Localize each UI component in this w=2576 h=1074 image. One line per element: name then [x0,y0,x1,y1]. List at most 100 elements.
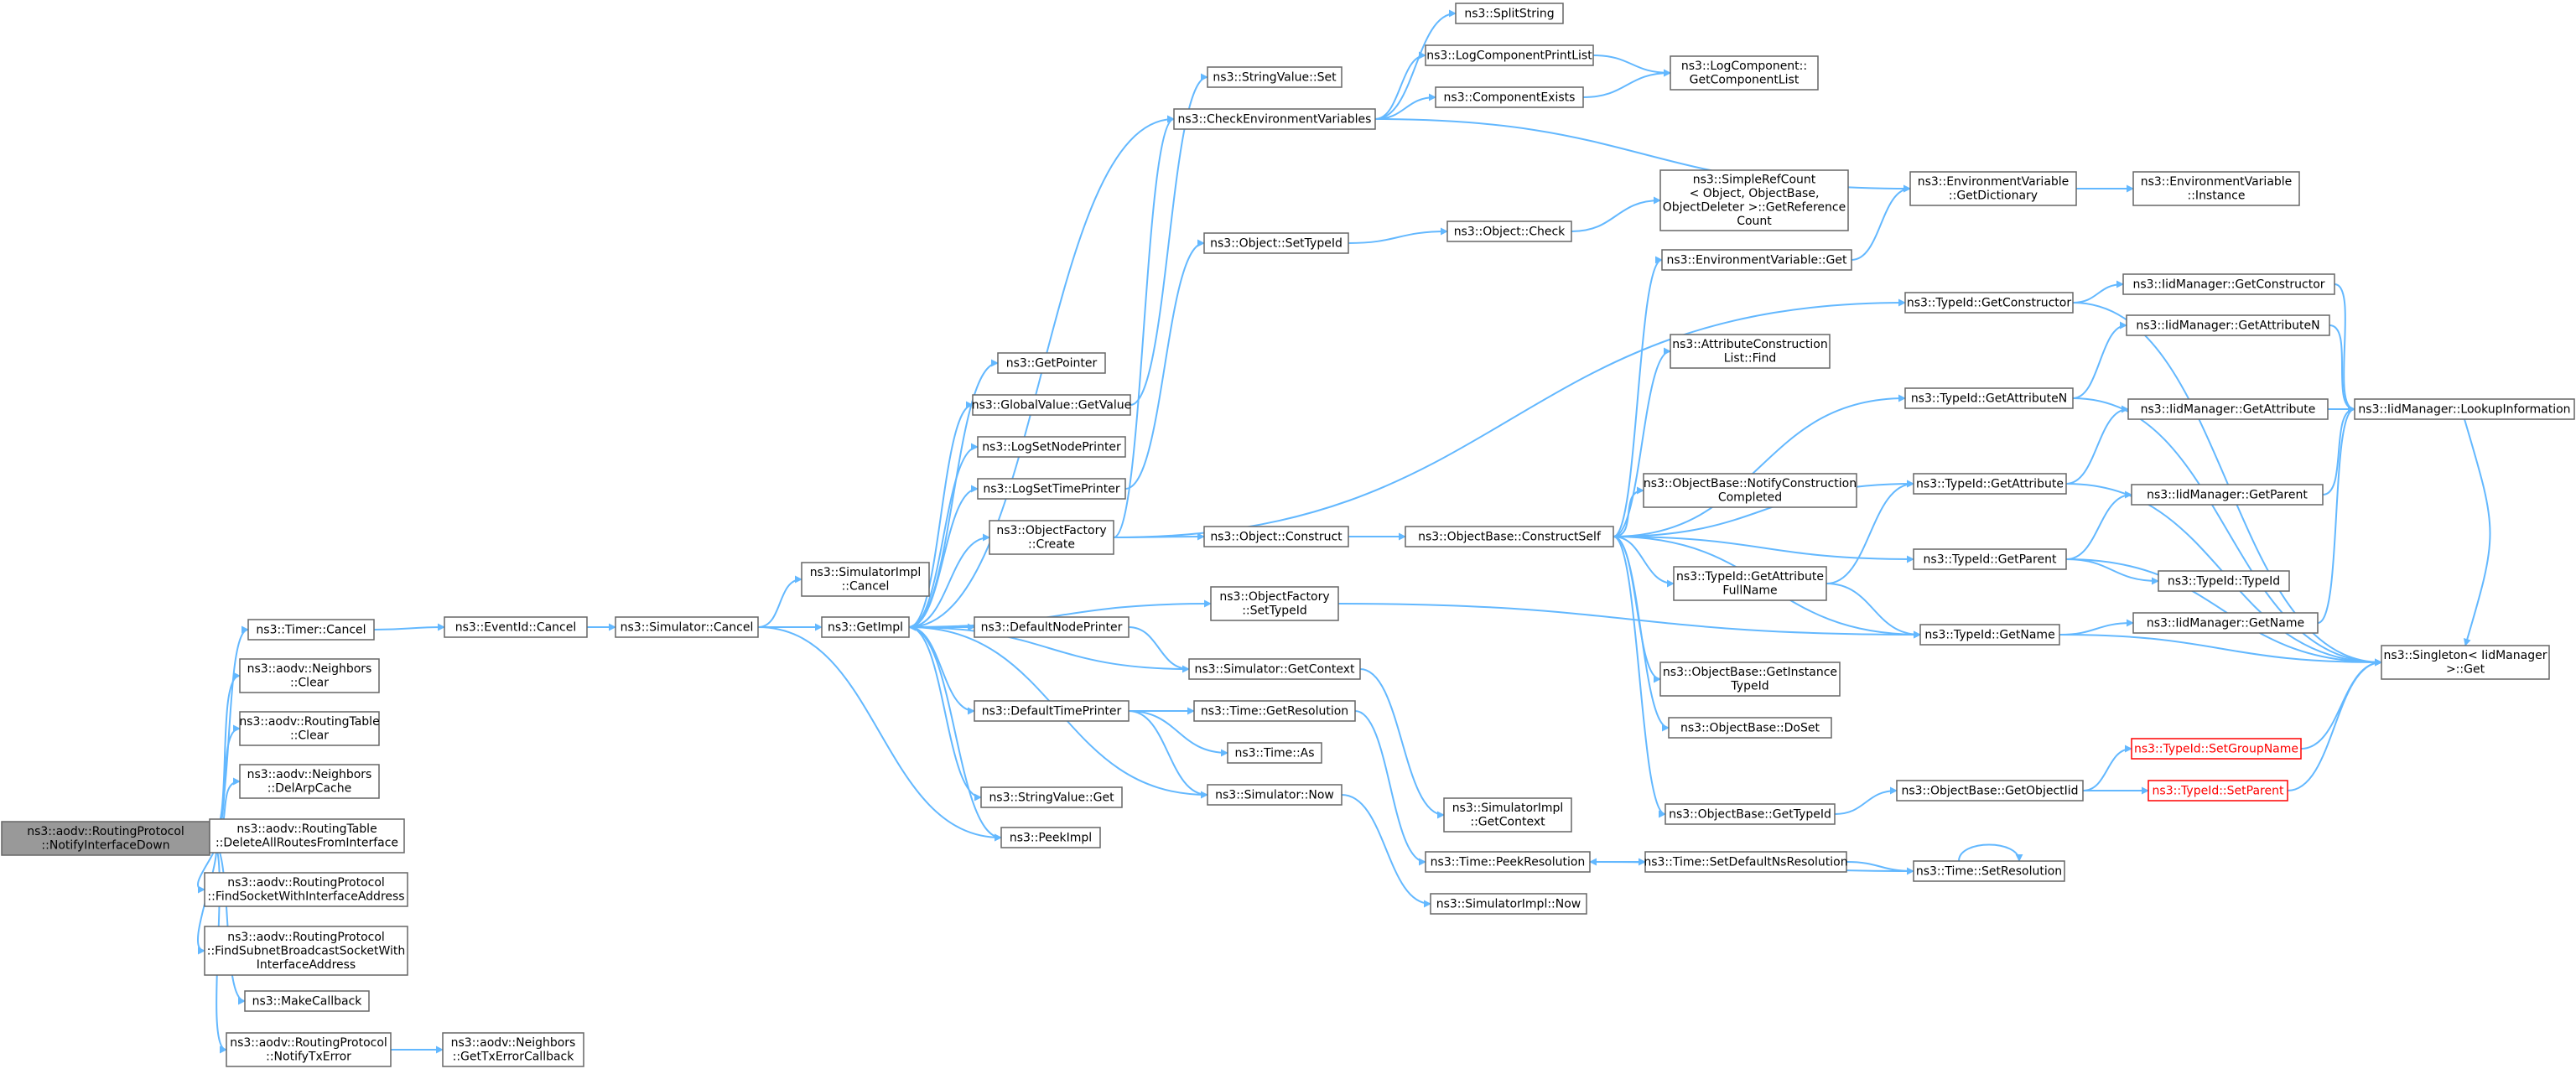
node-box[interactable] [1173,108,1376,130]
node-root[interactable]: ns3::aodv::RoutingProtocol::NotifyInterf… [1,821,210,856]
node-logtimeprinter[interactable]: ns3::LogSetTimePrinter [977,478,1126,500]
node-box[interactable] [1227,742,1322,764]
node-box[interactable] [1661,249,1852,271]
node-tid_getconstructor[interactable]: ns3::TypeId::GetConstructor [1904,292,2074,314]
node-rp_findsock[interactable]: ns3::aodv::RoutingProtocol::FindSocketWi… [204,872,408,907]
node-iid_getattr[interactable]: ns3::IidManager::GetAttribute [2127,398,2329,420]
node-box[interactable] [989,520,1114,555]
node-rt_delall[interactable]: ns3::aodv::RoutingTable::DeleteAllRoutes… [209,818,405,853]
node-simimpl_now[interactable]: ns3::SimulatorImpl::Now [1430,893,1587,915]
node-time_as[interactable]: ns3::Time::As [1227,742,1322,764]
node-lognodeprinter[interactable]: ns3::LogSetNodePrinter [977,436,1126,458]
node-envvar_instance[interactable]: ns3::EnvironmentVariable::Instance [2132,171,2300,206]
node-box[interactable] [1446,221,1572,242]
node-iid_getattrn[interactable]: ns3::IidManager::GetAttributeN [2126,314,2330,336]
node-box[interactable] [1435,86,1584,108]
node-ob_doset[interactable]: ns3::ObjectBase::DoSet [1668,717,1832,739]
node-iid_lookup[interactable]: ns3::IidManager::LookupInformation [2354,398,2575,420]
node-time_setdefns[interactable]: ns3::Time::SetDefaultNsResolution [1644,851,1848,873]
node-checkenv[interactable]: ns3::CheckEnvironmentVariables [1173,108,1376,130]
node-ob_notifycons[interactable]: ns3::ObjectBase::NotifyConstructionCompl… [1643,473,1857,508]
node-box[interactable] [980,786,1123,808]
node-box[interactable] [1207,784,1343,806]
node-box[interactable] [2158,570,2290,592]
node-box[interactable] [801,562,930,597]
node-iid_getparent[interactable]: ns3::IidManager::GetParent [2131,484,2324,506]
node-logcomplist[interactable]: ns3::LogComponent::GetComponentList [1670,55,1819,91]
node-box[interactable] [444,616,588,638]
node-box[interactable] [1455,3,1564,24]
node-deftimeprinter[interactable]: ns3::DefaultTimePrinter [974,700,1130,722]
node-box[interactable] [972,394,1131,416]
node-box[interactable] [204,926,408,976]
node-tid_setgroup[interactable]: ns3::TypeId::SetGroupName [2131,738,2302,760]
node-box[interactable] [1643,473,1857,508]
node-box[interactable] [1000,827,1101,848]
node-getimpl[interactable]: ns3::GetImpl [821,616,910,638]
node-gv_getvalue[interactable]: ns3::GlobalValue::GetValue [972,394,1131,416]
node-logprintlist[interactable]: ns3::LogComponentPrintList [1425,44,1594,66]
node-obj_construct[interactable]: ns3::Object::Construct [1203,526,1349,547]
node-box[interactable] [2131,484,2324,506]
node-singleton_get[interactable]: ns3::Singleton< IidManager>::Get [2381,645,2550,680]
node-box[interactable] [1659,662,1841,697]
node-box[interactable] [1913,860,2065,882]
node-box[interactable] [226,1032,392,1067]
node-box[interactable] [1913,548,2067,570]
node-box[interactable] [1668,717,1832,739]
node-box[interactable] [2354,398,2575,420]
node-box[interactable] [1425,851,1591,873]
node-box[interactable] [1665,803,1836,825]
node-eventid_cancel[interactable]: ns3::EventId::Cancel [444,616,588,638]
node-obj_check[interactable]: ns3::Object::Check [1446,221,1572,242]
node-box[interactable] [244,990,370,1012]
node-box[interactable] [1909,171,2077,206]
node-sim_now[interactable]: ns3::Simulator::Now [1207,784,1343,806]
node-box[interactable] [974,616,1130,638]
node-tid_typeid[interactable]: ns3::TypeId::TypeId [2158,570,2290,592]
node-box[interactable] [1188,658,1361,680]
node-defnodeprinter[interactable]: ns3::DefaultNodePrinter [974,616,1130,638]
node-box[interactable] [2381,645,2550,680]
node-box[interactable] [442,1032,584,1067]
node-box[interactable] [1405,526,1614,547]
node-ob_getobjectiid[interactable]: ns3::ObjectBase::GetObjectIid [1896,780,2084,802]
node-of_settypeid[interactable]: ns3::ObjectFactory::SetTypeId [1210,586,1339,621]
node-box[interactable] [1,821,210,856]
node-box[interactable] [1644,851,1847,873]
node-envvar_get[interactable]: ns3::EnvironmentVariable::Get [1661,249,1852,271]
node-time_peekres[interactable]: ns3::Time::PeekResolution [1425,851,1591,873]
node-iid_getconstructor[interactable]: ns3::IidManager::GetConstructor [2122,273,2335,295]
node-box[interactable] [209,818,405,853]
node-box[interactable] [1203,232,1349,254]
node-compexists[interactable]: ns3::ComponentExists [1435,86,1584,108]
node-makecallback[interactable]: ns3::MakeCallback [244,990,370,1012]
node-box[interactable] [1193,700,1356,722]
node-tid_getattr[interactable]: ns3::TypeId::GetAttribute [1913,473,2067,495]
node-nb_gettx[interactable]: ns3::aodv::Neighbors::GetTxErrorCallback [442,1032,584,1067]
node-box[interactable] [2126,314,2330,336]
node-time_getres[interactable]: ns3::Time::GetResolution [1193,700,1356,722]
node-box[interactable] [1913,473,2067,495]
node-box[interactable] [2132,612,2319,634]
node-box[interactable] [1203,526,1349,547]
node-box[interactable] [1670,334,1831,369]
node-box[interactable] [1673,566,1827,601]
node-box[interactable] [2148,780,2288,802]
node-box[interactable] [615,616,759,638]
node-sv_set[interactable]: ns3::StringValue::Set [1207,66,1343,88]
node-box[interactable] [239,711,380,746]
node-tid_getattrn[interactable]: ns3::TypeId::GetAttributeN [1904,387,2074,409]
node-box[interactable] [239,658,380,693]
node-time_setres[interactable]: ns3::Time::SetResolution [1913,860,2065,882]
node-nb_clear[interactable]: ns3::aodv::Neighbors::Clear [239,658,380,693]
node-box[interactable] [1896,780,2084,802]
node-box[interactable] [977,478,1126,500]
node-simimpl_getctx[interactable]: ns3::SimulatorImpl::GetContext [1443,797,1572,833]
node-tid_getname[interactable]: ns3::TypeId::GetName [1919,624,2060,646]
node-tid_setparent[interactable]: ns3::TypeId::SetParent [2148,780,2288,802]
node-box[interactable] [2127,398,2329,420]
